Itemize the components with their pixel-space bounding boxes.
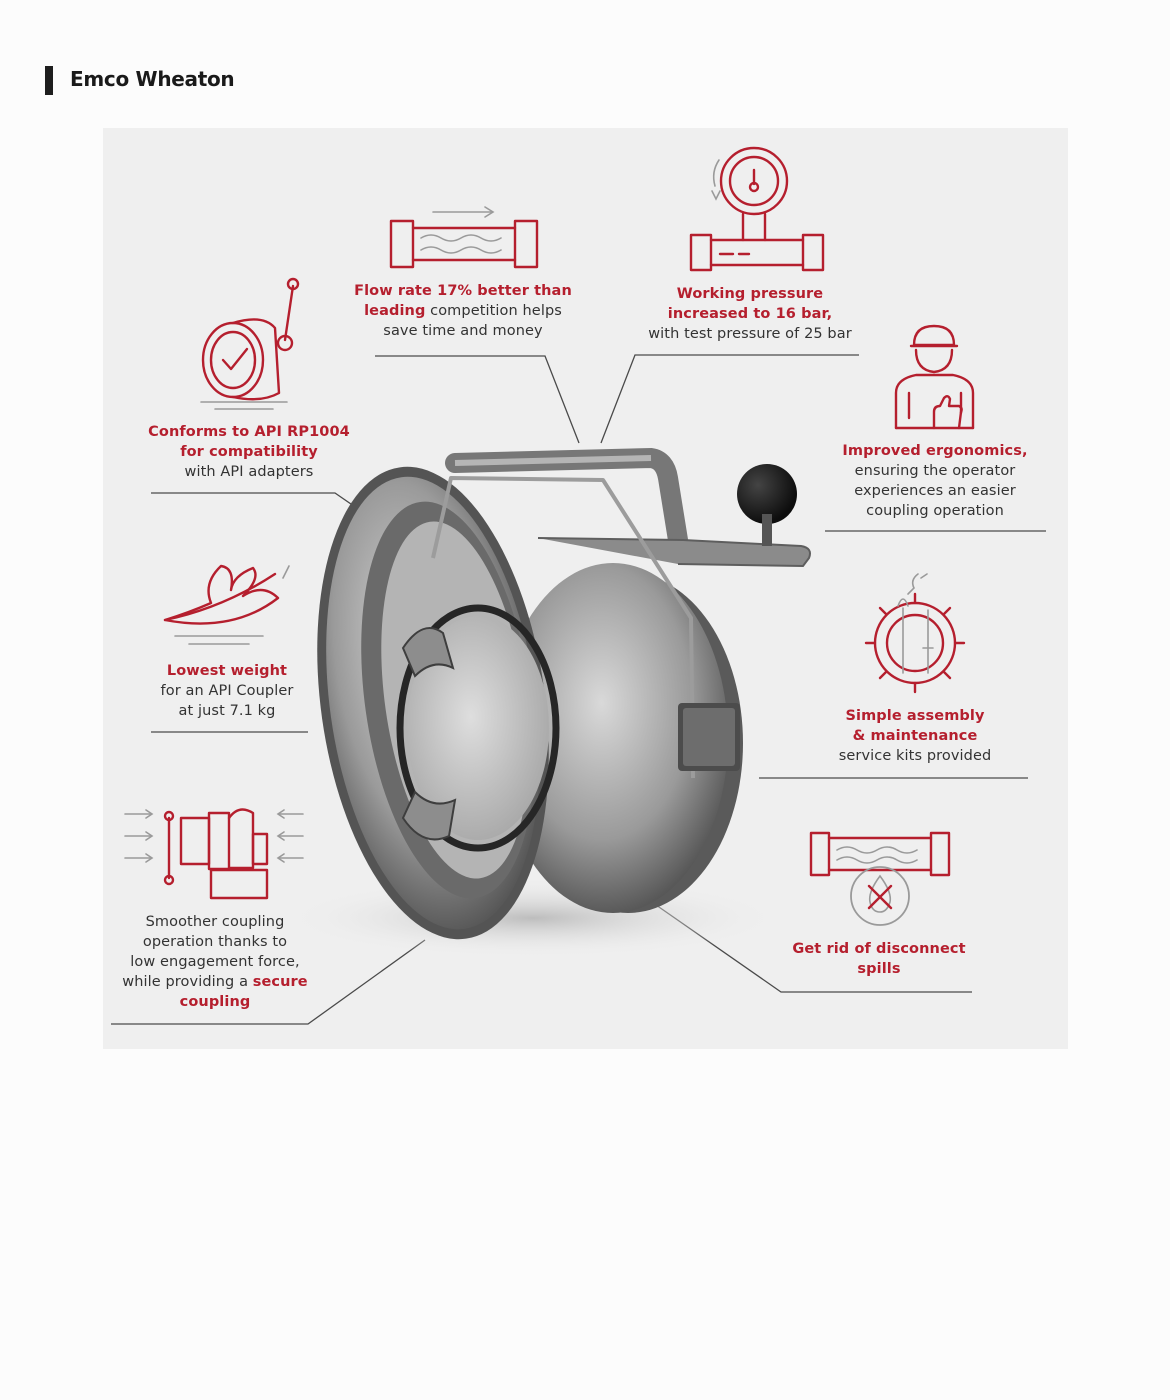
feature-lowest-weight: Lowest weight for an API Coupler at just…	[160, 663, 294, 719]
gear-tools-icon	[864, 573, 966, 694]
feature-flow-rate: Flow rate 17% better than leading compet…	[354, 283, 572, 339]
operator-thumbs-up-icon	[894, 324, 975, 430]
api-checkmark-coupler-icon	[200, 277, 300, 410]
feature-working-pressure: Working pressure increased to 16 bar, wi…	[648, 286, 852, 342]
brand-marker	[45, 66, 53, 95]
feature-ergonomics: Improved ergonomics, ensuring the operat…	[842, 443, 1028, 519]
feature-icons	[124, 146, 975, 926]
pressure-gauge-icon	[689, 146, 825, 272]
leader-lines	[111, 354, 1046, 1025]
feather-icon	[163, 564, 290, 645]
feature-assembly-maintenance: Simple assembly & maintenance service ki…	[838, 708, 992, 764]
no-spill-icon	[809, 831, 951, 926]
dry-disconnect-coupler-photo	[283, 447, 811, 958]
pipe-flow-icon	[389, 206, 539, 269]
feature-no-spills: Get rid of disconnect spills	[792, 941, 966, 977]
brand-title: Emco Wheaton	[70, 67, 235, 91]
coupling-force-icon	[124, 808, 304, 900]
feature-api-conformance: Conforms to API RP1004 for compatibility…	[148, 424, 350, 480]
infographic-panel: Flow rate 17% better than leading compet…	[103, 128, 1068, 1049]
feature-smooth-coupling: Smoother coupling operation thanks to lo…	[122, 914, 308, 1010]
